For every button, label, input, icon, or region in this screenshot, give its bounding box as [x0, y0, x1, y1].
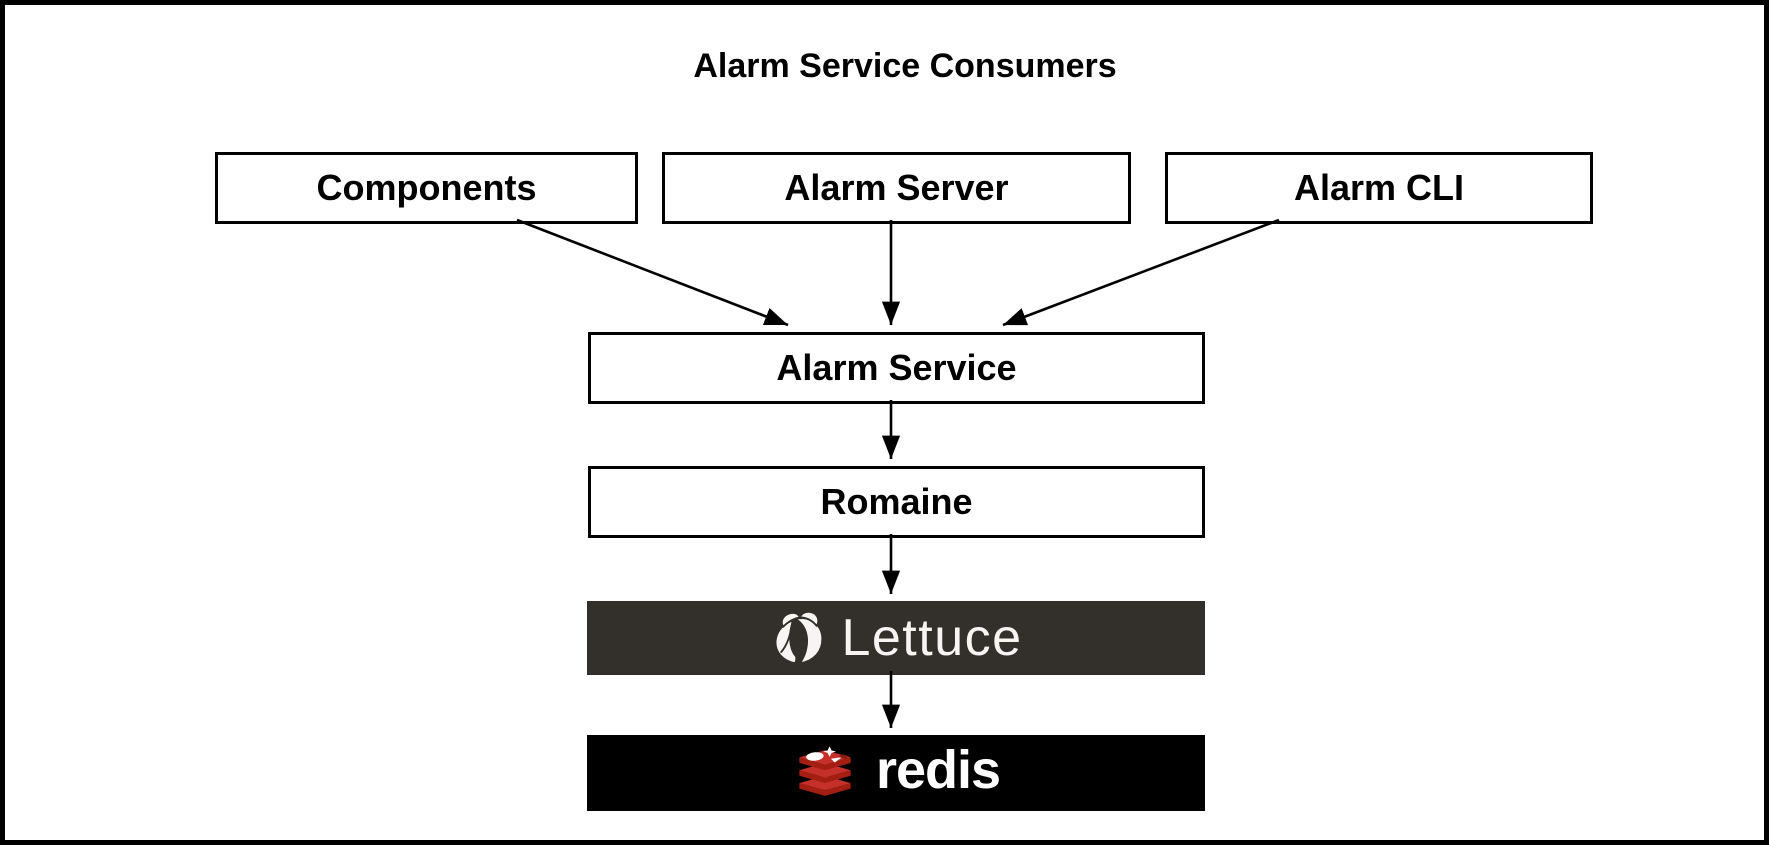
arrow-components-to-alarm-service [516, 218, 789, 327]
redis-cube-stack-icon [799, 746, 851, 796]
node-lettuce-label: Lettuce [841, 609, 1023, 667]
node-alarm-server: Alarm Server [662, 152, 1131, 224]
node-components: Components [215, 152, 638, 224]
diagram-title: Alarm Service Consumers [693, 47, 1117, 85]
node-alarm-cli-label: Alarm CLI [1293, 167, 1465, 208]
node-romaine: Romaine [588, 466, 1205, 538]
node-alarm-server-label: Alarm Server [784, 167, 1009, 208]
lettuce-flower-icon [775, 610, 824, 665]
node-alarm-service: Alarm Service [588, 332, 1205, 404]
node-redis-label: redis [875, 740, 1001, 800]
node-components-label: Components [316, 167, 537, 208]
node-alarm-service-label: Alarm Service [776, 347, 1017, 388]
node-alarm-cli: Alarm CLI [1165, 152, 1593, 224]
arrow-alarm-cli-to-alarm-service [1002, 218, 1280, 327]
node-redis: redis [587, 735, 1205, 811]
node-lettuce: Lettuce [587, 601, 1205, 675]
node-romaine-label: Romaine [820, 481, 973, 522]
